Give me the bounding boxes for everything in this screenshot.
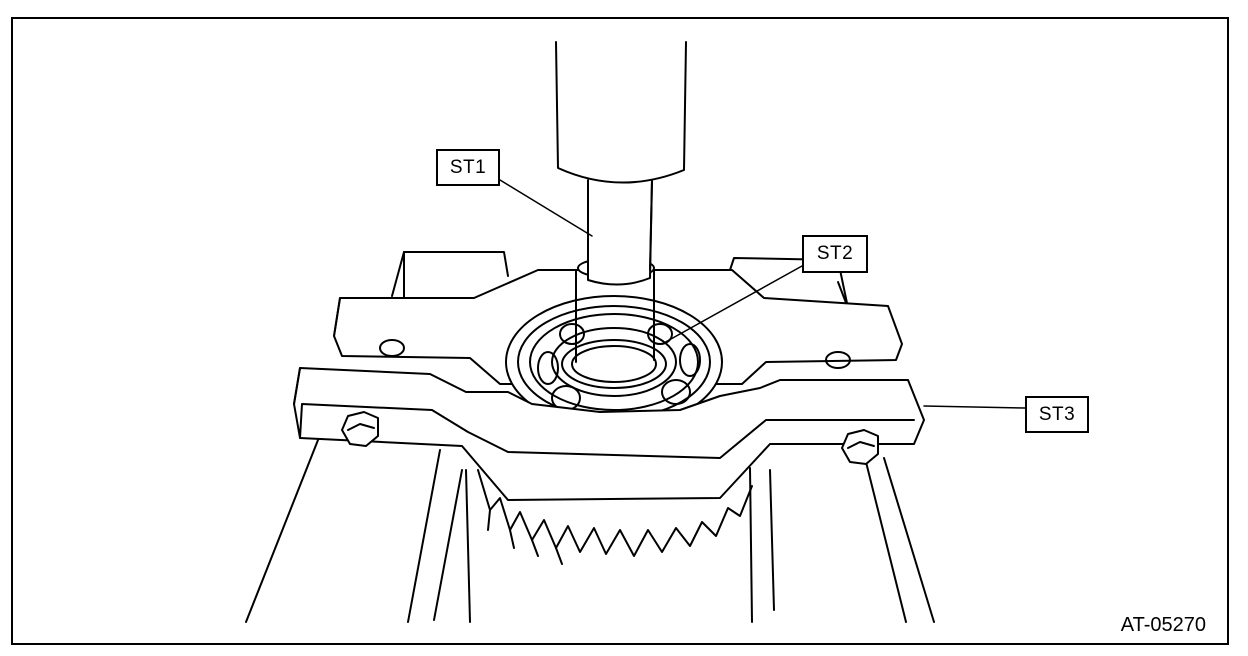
callout-st3: ST3 <box>1025 396 1089 433</box>
callout-st2: ST2 <box>802 235 868 273</box>
callout-leaders <box>499 179 1026 409</box>
figure-id-label: AT-05270 <box>1120 614 1206 636</box>
callout-st1: ST1 <box>436 149 500 186</box>
figure-frame <box>11 17 1229 645</box>
splitter-bolts <box>341 411 879 465</box>
bearing-splitter-front <box>293 367 925 501</box>
st1-press-ram <box>555 41 687 286</box>
gear <box>477 469 753 565</box>
press-stand <box>245 251 935 623</box>
